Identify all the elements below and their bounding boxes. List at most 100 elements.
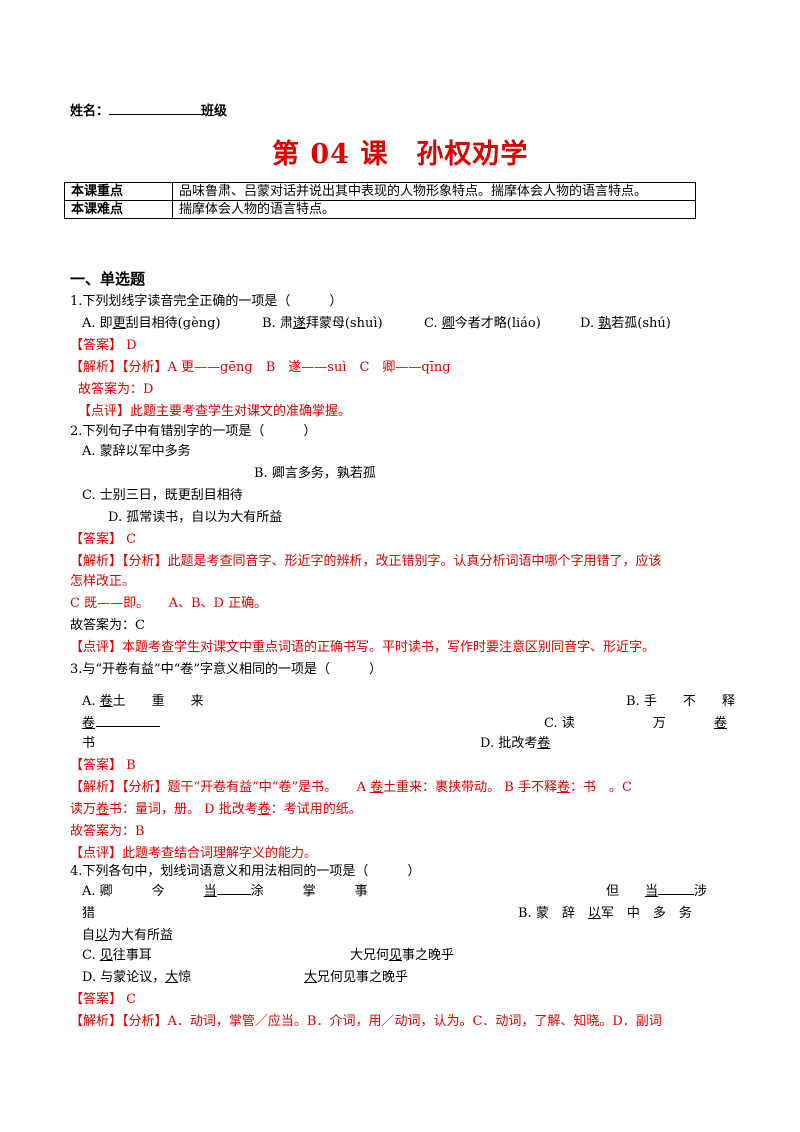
- q4-c-prefix: C.: [82, 948, 100, 963]
- q1-answer: 【答案】 D: [70, 338, 137, 353]
- q1-b-prefix: B. 肃: [262, 316, 293, 331]
- q3-analysis-underlined: 卷: [370, 780, 384, 795]
- page-title: 第 04 课 孙权劝学: [272, 139, 529, 170]
- section-title: 一、单选题: [70, 270, 146, 288]
- q1-a-suffix: 刮目相待(gèng): [125, 316, 221, 331]
- q2-option-a: A. 蒙辞以军中多务: [82, 444, 191, 459]
- q4-b2-prefix: 自: [82, 928, 96, 943]
- q4-analysis: 【解析】【分析】A．动词，掌管／应当。B．介词，用／动词，认为。C．动词，了解、…: [70, 1014, 662, 1029]
- q3-analysis-line2: 读万卷书：量词，册。 D 批改考卷：考试用的纸。: [70, 798, 362, 817]
- q4-c2-prefix: 大兄何: [350, 948, 390, 963]
- q3-analysis-text: 土重来：裹挟带动。 B 手不释: [383, 780, 557, 795]
- q3-answer: 【答案】 B: [70, 758, 136, 773]
- q4-b2-suffix: 为大有所益: [108, 928, 174, 943]
- q4-c-suffix: 往事耳: [112, 948, 152, 963]
- q4-a2-prefix: 但: [606, 884, 646, 899]
- q1-stem: 1.下列划线字读音完全正确的一项是（ ）: [70, 294, 343, 309]
- name-label: 姓名：: [70, 104, 110, 119]
- q3-a-underlined: 卷: [99, 694, 113, 709]
- q3-conclusion: 故答案为：B: [70, 824, 145, 839]
- q4-stem: 4.下列各句中，划线词语意义和用法相同的一项是（ ）: [70, 864, 421, 879]
- q3-stem: 3.与“开卷有益”中“卷”字意义相同的一项是（ ）: [70, 662, 382, 677]
- q4-a-underline-extension: [216, 882, 251, 895]
- q4-c2-suffix: 事之晚乎: [402, 948, 455, 963]
- q3-analysis-text: 读万: [70, 802, 97, 817]
- q4-option-c: C. 见往事耳: [82, 944, 152, 963]
- q2-analysis-line1: 【解析】【分析】此题是考查同音字、形近字的辨析，改正错别字。认真分析词语中哪个字…: [70, 554, 662, 569]
- q3-option-c-end: 书: [82, 736, 96, 751]
- q2-option-c: C. 士别三日，既更刮目相待: [82, 488, 243, 503]
- lesson-focus-table: 本课重点 品味鲁肃、吕蒙对话并说出其中表现的人物形象特点。揣摩体会人物的语言特点…: [64, 182, 697, 219]
- q1-d-underlined: 孰: [598, 316, 612, 331]
- q4-answer: 【答案】 C: [70, 992, 137, 1007]
- difficulty-value: 揣摩体会人物的语言特点。: [171, 200, 697, 219]
- q1-option-a: A. 即更刮目相待(gèng): [82, 312, 221, 331]
- q4-option-a-second: 但 当涉: [606, 880, 707, 899]
- q3-analysis-text: ：考试用的纸。: [270, 802, 362, 817]
- q1-a-prefix: A. 即: [82, 316, 113, 331]
- name-blank: [109, 102, 202, 115]
- q1-conclusion: 故答案为：D: [78, 382, 154, 397]
- q4-a-suffix: 涂 掌 事: [250, 884, 368, 899]
- q1-d-suffix: 若孤(shú): [611, 316, 671, 331]
- q4-d-underlined: 大: [165, 970, 179, 985]
- q4-b-prefix: B. 蒙 辞: [518, 906, 588, 921]
- q3-option-c: C. 读 万: [544, 716, 744, 731]
- q3-a-suffix: 土 重 来: [112, 694, 204, 709]
- q1-a-underlined: 更: [112, 316, 126, 331]
- q3-option-c-underlined: 卷: [714, 716, 728, 731]
- q4-c2-underlined: 见: [389, 948, 403, 963]
- q4-a-prefix: A. 卿 今: [82, 884, 204, 899]
- q2-answer: 【答案】 C: [70, 532, 137, 547]
- q3-option-d: D. 批改考卷: [480, 732, 550, 751]
- q1-d-prefix: D.: [580, 316, 599, 331]
- q4-option-b-second: 自以为大有所益: [82, 924, 173, 943]
- q4-d2-underlined: 大: [304, 970, 318, 985]
- q1-b-suffix: 拜蒙母(shuì): [305, 316, 383, 331]
- q3-analysis-text: 书：量词，册。 D 批改考: [109, 802, 258, 817]
- q3-b-underline: [96, 726, 160, 727]
- q3-option-b-underlined: 卷: [82, 716, 96, 731]
- q2-comment: 【点评】本题考查学生对课文中重点词语的正确书写。平时读书，写作时要注意区别同音字…: [70, 640, 656, 655]
- q3-analysis-text: 【解析】【分析】题干“开卷有益”中“卷”是书。 A: [70, 780, 371, 795]
- q1-b-underlined: 遂: [292, 316, 306, 331]
- q1-c-underlined: 卿: [441, 316, 455, 331]
- q1-option-c: C. 卿今者才略(liáo): [424, 312, 541, 331]
- q2-analysis-line3: C 既——即。 A、B、D 正确。: [70, 596, 268, 611]
- q4-b-underlined: 以: [587, 906, 601, 921]
- q1-option-b: B. 肃遂拜蒙母(shuì): [262, 312, 383, 331]
- focus-key: 本课重点: [64, 182, 173, 201]
- q4-a-underlined: 当: [203, 884, 217, 899]
- q4-option-a: A. 卿 今 当 涂 掌 事: [82, 880, 368, 899]
- q1-c-suffix: 今者才略(liáo): [454, 316, 541, 331]
- q3-analysis-underlined: 卷: [257, 802, 271, 817]
- q4-d-prefix: D. 与蒙论议，: [82, 970, 166, 985]
- q4-d2-suffix: 兄何见事之晚乎: [317, 970, 409, 985]
- q4-b2-underlined: 以: [95, 928, 109, 943]
- q4-a2-underlined: 当: [645, 884, 659, 899]
- q3-analysis-underlined: 卷: [556, 780, 570, 795]
- q4-b-suffix: 军 中 多 务: [600, 906, 692, 921]
- table-row: 本课重点 品味鲁肃、吕蒙对话并说出其中表现的人物形象特点。揣摩体会人物的语言特点…: [64, 182, 697, 201]
- difficulty-key: 本课难点: [64, 200, 173, 219]
- q4-a2-suffix: 涉: [694, 884, 708, 899]
- q4-option-d-second: 大兄何见事之晚乎: [304, 966, 408, 985]
- table-row: 本课难点 揣摩体会人物的语言特点。: [64, 200, 697, 219]
- q4-option-d: D. 与蒙论议，大惊: [82, 966, 191, 985]
- q1-comment: 【点评】此题主要考查学生对课文的准确掌握。: [78, 404, 352, 419]
- q2-analysis-line2: 怎样改正。: [70, 574, 136, 589]
- q3-analysis-line1: 【解析】【分析】题干“开卷有益”中“卷”是书。 A 卷土重来：裹挟带动。 B 手…: [70, 776, 632, 795]
- q2-stem: 2.下列句子中有错别字的一项是（ ）: [70, 424, 317, 439]
- q2-option-b: B. 卿言多务，孰若孤: [254, 466, 376, 481]
- q4-option-a-end: 猎: [82, 906, 96, 921]
- q4-a2-underline-extension: [658, 882, 695, 895]
- q4-option-c-second: 大兄何见事之晚乎: [350, 944, 454, 963]
- q3-analysis-text: ：书 。C: [569, 780, 632, 795]
- focus-value: 品味鲁肃、吕蒙对话并说出其中表现的人物形象特点。揣摩体会人物的语言特点。: [171, 182, 697, 201]
- q2-option-d: D. 孤常读书，自以为大有所益: [108, 510, 283, 525]
- q4-c-underlined: 见: [99, 948, 113, 963]
- q1-c-prefix: C.: [424, 316, 442, 331]
- q3-d-prefix: D. 批改考: [480, 736, 538, 751]
- q3-option-a: A. 卷土 重 来: [82, 690, 204, 709]
